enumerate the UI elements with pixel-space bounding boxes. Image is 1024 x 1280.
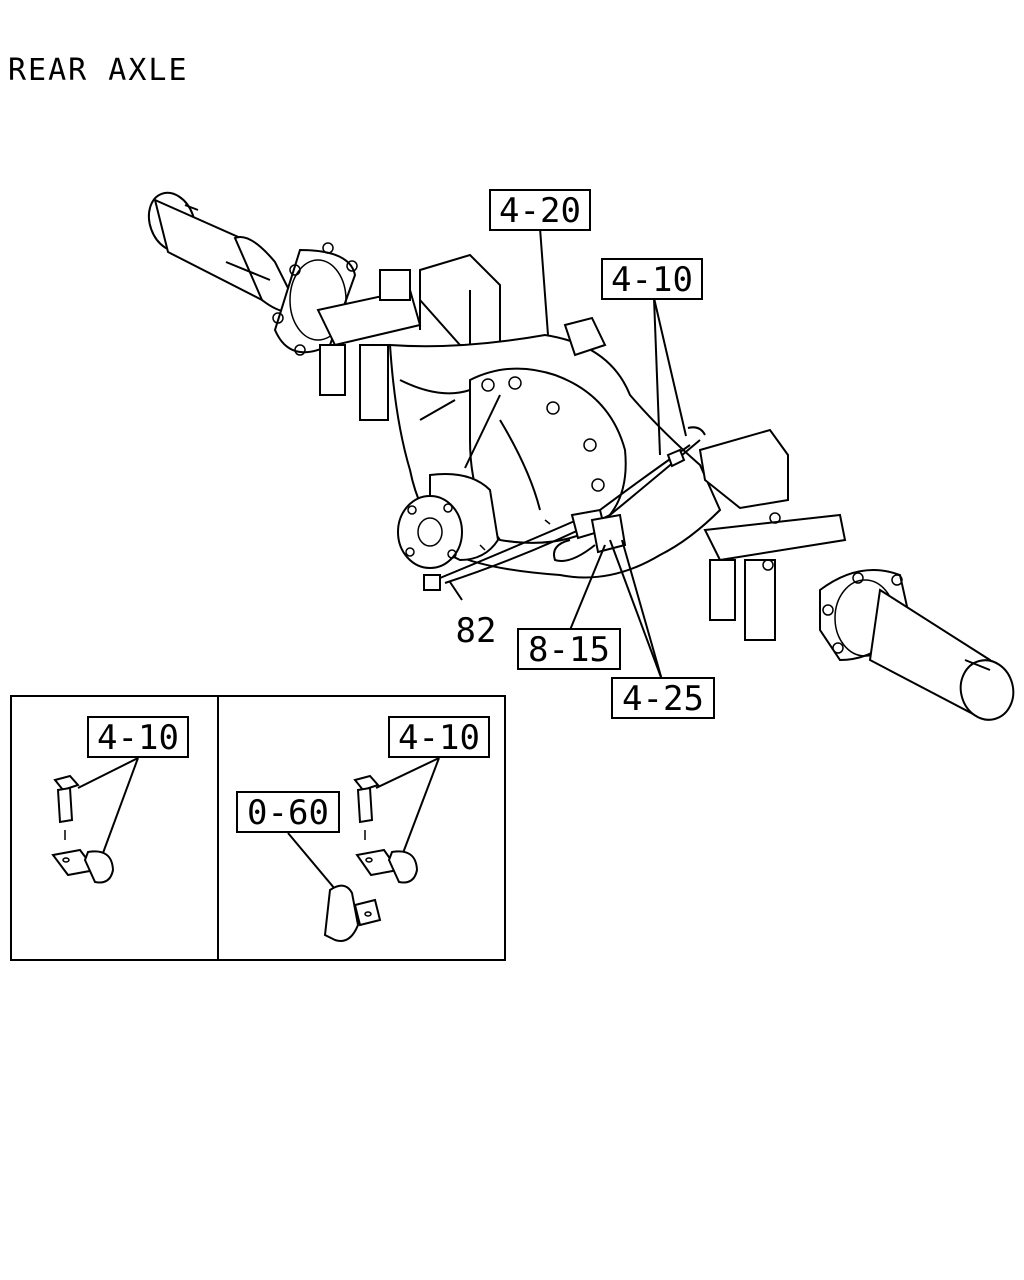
callout-harness-connector: 4-25 bbox=[611, 677, 715, 719]
inset-left-detail: 4-10 bbox=[51, 716, 189, 884]
right-axle-shaft bbox=[868, 588, 1015, 721]
callout-sensor: 8-15 bbox=[517, 628, 621, 670]
pinion-flange bbox=[397, 473, 500, 591]
svg-text:8-15: 8-15 bbox=[528, 630, 610, 670]
right-spring-seat bbox=[698, 428, 847, 641]
leader-lines bbox=[449, 227, 687, 681]
callout-wire: 82 bbox=[456, 611, 497, 651]
svg-text:4-25: 4-25 bbox=[622, 679, 704, 719]
svg-text:82: 82 bbox=[456, 611, 497, 651]
svg-text:4-10: 4-10 bbox=[611, 260, 693, 300]
p-clip bbox=[355, 848, 419, 884]
callout-axle-housing: 4-20 bbox=[489, 189, 591, 231]
diagram-title: REAR AXLE bbox=[8, 53, 189, 88]
svg-text:4-10: 4-10 bbox=[398, 718, 480, 758]
bolt bbox=[53, 774, 80, 840]
left-axle-shaft bbox=[147, 191, 300, 313]
abs-sensor bbox=[553, 508, 627, 562]
left-spring-seat bbox=[316, 253, 501, 421]
mounting-bracket bbox=[323, 884, 382, 942]
rear-axle-assembly bbox=[147, 191, 1015, 721]
callout-harness-clip: 4-10 bbox=[601, 258, 703, 300]
p-clip bbox=[51, 848, 115, 884]
inset-right-detail: 4-10 0-60 bbox=[236, 716, 490, 942]
svg-text:0-60: 0-60 bbox=[247, 793, 329, 833]
svg-text:4-10: 4-10 bbox=[97, 718, 179, 758]
bolt bbox=[353, 774, 380, 840]
svg-text:4-20: 4-20 bbox=[499, 191, 581, 231]
